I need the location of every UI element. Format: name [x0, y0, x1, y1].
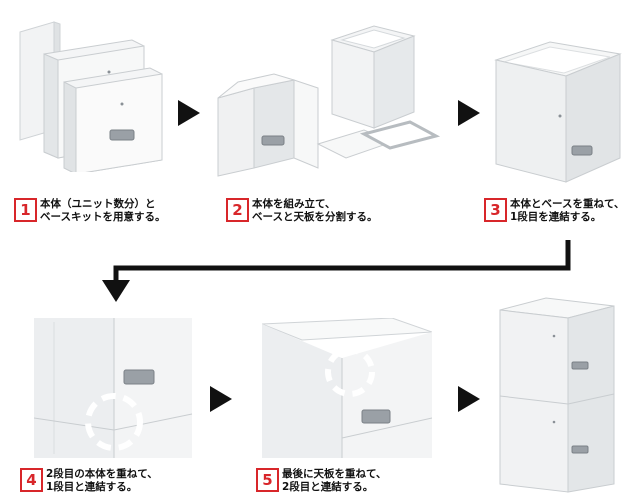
arrow-right-icon	[178, 100, 200, 126]
first-tier-image	[494, 41, 622, 183]
step-3-number: 3	[484, 198, 507, 222]
arrow-right-icon	[458, 386, 480, 412]
step-1-caption: 1 本体（ユニット数分）とベースキットを用意する。	[14, 198, 165, 224]
second-tier-closeup-image	[34, 318, 193, 458]
step-5-caption: 5 最後に天板を重ねて、2段目と連結する。	[256, 468, 386, 494]
step-5-number: 5	[256, 468, 279, 492]
flat-unit-panels-image	[19, 21, 163, 172]
step-1-number: 1	[14, 198, 37, 222]
step-2-caption: 2 本体を組み立て、ベースと天板を分割する。	[226, 198, 377, 224]
step-4-caption: 4 2段目の本体を重ねて、1段目と連結する。	[20, 468, 158, 494]
connector-arrow	[102, 240, 571, 302]
arrow-right-icon	[458, 100, 480, 126]
step-4-number: 4	[20, 468, 43, 492]
top-plate-closeup-image	[262, 318, 432, 458]
step-2-number: 2	[226, 198, 249, 222]
arrow-right-icon	[210, 386, 232, 412]
step-3-caption: 3 本体とベースを重ねて、1段目を連結する。	[484, 198, 624, 224]
finished-cabinet-image	[499, 297, 615, 493]
assembled-body-image	[217, 25, 441, 177]
